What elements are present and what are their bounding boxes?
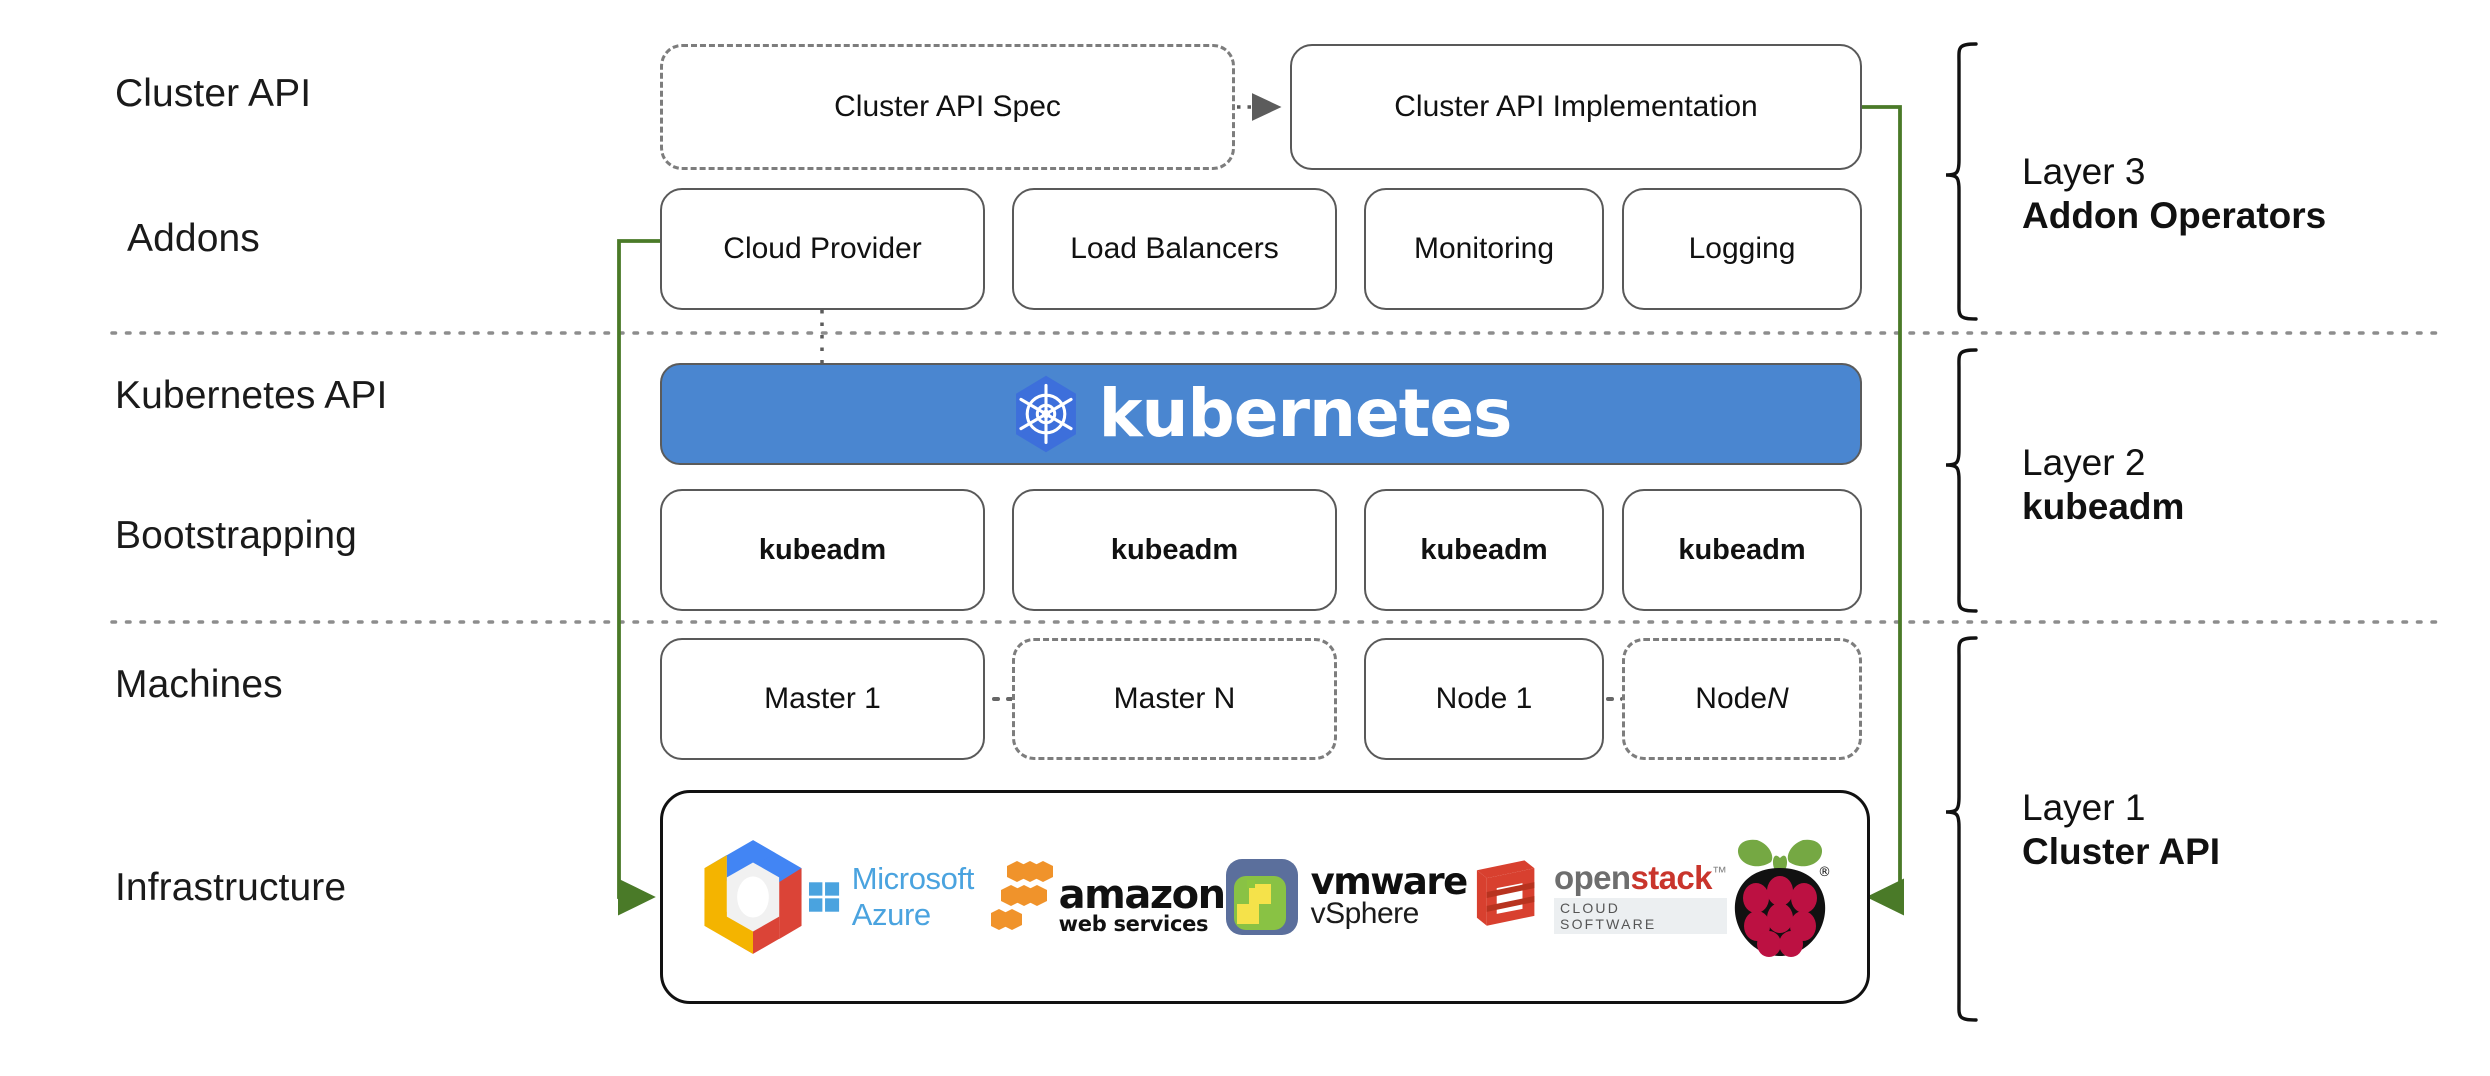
vsphere-sublabel: vSphere: [1310, 897, 1420, 931]
bootstrap-box-2[interactable]: kubeadm: [1012, 489, 1337, 611]
microsoft-azure-label: Microsoft Azure: [851, 861, 975, 932]
addon-label-logging: Logging: [1688, 232, 1796, 265]
openstack-sublabel: CLOUD SOFTWARE: [1554, 897, 1727, 934]
vmware-label: vmware: [1310, 860, 1469, 904]
implementation-to-infrastructure-line: [1862, 105, 1905, 916]
machine-box-master-n[interactable]: Master N: [1012, 638, 1337, 760]
row-label-bootstrapping: Bootstrapping: [115, 514, 357, 557]
layer-1-number: Layer 1: [2022, 787, 2146, 828]
amazon-web-services-sublabel: web services: [1058, 912, 1209, 936]
bootstrap-label-1: kubeadm: [758, 533, 887, 566]
cluster-api-spec-box[interactable]: Cluster API Spec: [660, 44, 1235, 170]
addon-box-load-balancers[interactable]: Load Balancers: [1012, 188, 1337, 310]
amazon-web-services-logo[interactable]: amazon web services: [990, 859, 1226, 936]
kubernetes-banner[interactable]: kubernetes: [660, 363, 1862, 465]
addon-box-cloud-provider[interactable]: Cloud Provider: [660, 188, 985, 310]
bootstrap-box-3[interactable]: kubeadm: [1364, 489, 1604, 611]
row-label-machines: Machines: [115, 663, 283, 706]
addon-label-load-balancers: Load Balancers: [1070, 232, 1279, 265]
addon-label-monitoring: Monitoring: [1413, 232, 1555, 265]
openstack-logo[interactable]: openstack™ CLOUD SOFTWARE: [1467, 856, 1727, 938]
kubernetes-helm-icon: [1015, 375, 1076, 453]
layer-3-name: Addon Operators: [2022, 194, 2327, 236]
layer-caption-2: Layer 2 kubeadm: [2022, 441, 2184, 528]
layer-2-number: Layer 2: [2022, 442, 2146, 483]
bootstrap-label-2: kubeadm: [1110, 533, 1239, 566]
layer-1-name: Cluster API: [2022, 830, 2221, 872]
microsoft-azure-logo[interactable]: Microsoft Azure: [809, 861, 991, 933]
kubernetes-wordmark: kubernetes: [1098, 375, 1513, 452]
row-label-kubernetes-api: Kubernetes API: [115, 374, 388, 417]
layer-2-name: kubeadm: [2022, 485, 2185, 527]
addon-box-monitoring[interactable]: Monitoring: [1364, 188, 1604, 310]
bootstrap-label-4: kubeadm: [1678, 533, 1806, 566]
machine-box-node-1[interactable]: Node 1: [1364, 638, 1604, 760]
row-label-cluster-api: Cluster API: [115, 72, 312, 115]
bracket-layer-2: [1945, 348, 1978, 613]
bracket-layer-1: [1945, 636, 1978, 1022]
machine-label-node-n-italic: N: [1767, 682, 1789, 715]
machine-label-node-1: Node 1: [1435, 682, 1533, 715]
cloud-provider-to-infrastructure-line: [617, 239, 660, 916]
amazon-label: amazon: [1058, 872, 1226, 919]
row-label-infrastructure: Infrastructure: [115, 866, 347, 909]
openstack-label: openstack™: [1554, 858, 1727, 896]
machine-box-node-n[interactable]: Node N: [1622, 638, 1862, 760]
addon-box-logging[interactable]: Logging: [1622, 188, 1862, 310]
google-cloud-platform-logo[interactable]: [697, 836, 809, 958]
machine-label-master-1: Master 1: [764, 682, 881, 715]
machine-box-master-1[interactable]: Master 1: [660, 638, 985, 760]
addon-label-cloud-provider: Cloud Provider: [723, 232, 922, 265]
raspberry-pi-logo[interactable]: ®: [1727, 834, 1833, 960]
bootstrap-box-1[interactable]: kubeadm: [660, 489, 985, 611]
row-label-addons: Addons: [127, 217, 260, 260]
machine-label-master-n: Master N: [1113, 682, 1236, 715]
svg-text:®: ®: [1818, 865, 1831, 880]
vmware-vsphere-logo[interactable]: vmware vSphere: [1225, 858, 1469, 936]
layer-caption-3: Layer 3 Addon Operators: [2022, 150, 2326, 237]
bootstrap-box-4[interactable]: kubeadm: [1622, 489, 1862, 611]
cluster-api-implementation-box[interactable]: Cluster API Implementation: [1290, 44, 1862, 170]
machine-label-node-n: Node: [1695, 682, 1768, 715]
cluster-api-spec-label: Cluster API Spec: [834, 90, 1061, 123]
bootstrap-label-3: kubeadm: [1420, 533, 1548, 566]
layer-caption-1: Layer 1 Cluster API: [2022, 786, 2220, 873]
infrastructure-container[interactable]: Microsoft Azure amazon web services: [660, 790, 1870, 1004]
bracket-layer-3: [1945, 42, 1978, 321]
layer-3-number: Layer 3: [2022, 151, 2146, 192]
cluster-api-implementation-label: Cluster API Implementation: [1394, 90, 1758, 123]
